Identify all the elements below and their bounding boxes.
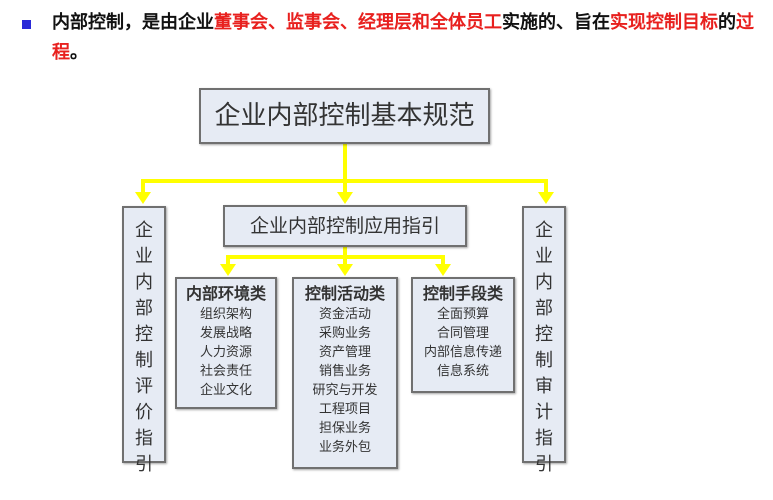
vertical-char: 评 bbox=[135, 376, 153, 397]
category-item: 工程项目 bbox=[318, 402, 371, 417]
vertical-char: 内 bbox=[535, 272, 553, 293]
vertical-char: 指 bbox=[135, 428, 153, 449]
evaluation-guide-box: 企 业 内 部 控 制 评 价 指 引 bbox=[122, 206, 166, 475]
category-item: 组织架构 bbox=[199, 307, 252, 322]
vertical-char: 业 bbox=[135, 246, 153, 267]
bullet-square-icon bbox=[22, 20, 31, 29]
intro-segment-emphasis: 董事会、监事会、经理层和全体员工 bbox=[214, 12, 502, 33]
vertical-char: 审 bbox=[535, 376, 553, 397]
category-item: 企业文化 bbox=[199, 383, 252, 398]
control-means-category: 控制手段类 全面预算 合同管理 内部信息传递 信息系统 bbox=[411, 277, 515, 393]
application-guide-box: 企业内部控制应用指引 bbox=[223, 205, 467, 247]
intro-segment: 的 bbox=[718, 12, 736, 33]
vertical-char: 部 bbox=[535, 298, 553, 319]
vertical-char: 内 bbox=[135, 272, 153, 293]
vertical-char: 业 bbox=[535, 246, 553, 267]
vertical-char: 制 bbox=[535, 350, 553, 371]
vertical-char: 控 bbox=[535, 324, 553, 345]
category-item: 销售业务 bbox=[318, 364, 371, 379]
vertical-char: 控 bbox=[135, 324, 153, 345]
intro-paragraph: 内部控制，是由企业董事会、监事会、经理层和全体员工实施的、旨在实现控制目标的过程… bbox=[22, 8, 762, 68]
intro-segment-emphasis: 实现控制目标 bbox=[610, 12, 718, 33]
basic-standard-box: 企业内部控制基本规范 bbox=[199, 88, 490, 144]
intro-text: 内部控制，是由企业董事会、监事会、经理层和全体员工实施的、旨在实现控制目标的过程… bbox=[52, 8, 762, 68]
category-item: 信息系统 bbox=[436, 364, 489, 379]
vertical-char: 部 bbox=[135, 298, 153, 319]
intro-segment: 。 bbox=[70, 42, 88, 63]
category-item: 社会责任 bbox=[199, 364, 252, 379]
intro-segment: 实施的、旨在 bbox=[502, 12, 610, 33]
category-title: 控制活动类 bbox=[304, 284, 385, 303]
vertical-char: 计 bbox=[535, 402, 553, 423]
vertical-char: 引 bbox=[135, 454, 153, 475]
category-item: 担保业务 bbox=[318, 421, 371, 436]
vertical-char: 制 bbox=[135, 350, 153, 371]
category-item: 全面预算 bbox=[436, 307, 489, 322]
category-item: 人力资源 bbox=[199, 345, 252, 360]
internal-environment-category: 内部环境类 组织架构 发展战略 人力资源 社会责任 企业文化 bbox=[175, 277, 277, 409]
vertical-char: 企 bbox=[535, 220, 553, 241]
category-item: 发展战略 bbox=[199, 326, 252, 341]
vertical-char: 指 bbox=[535, 428, 553, 449]
category-item: 内部信息传递 bbox=[423, 345, 502, 360]
intro-segment: 内部控制，是由企业 bbox=[52, 12, 214, 33]
category-item: 合同管理 bbox=[436, 326, 489, 341]
category-item: 资产管理 bbox=[318, 345, 371, 360]
category-title: 内部环境类 bbox=[185, 284, 266, 303]
vertical-char: 企 bbox=[135, 220, 153, 241]
category-item: 资金活动 bbox=[318, 307, 371, 322]
category-item: 业务外包 bbox=[318, 440, 371, 455]
vertical-char: 价 bbox=[135, 402, 153, 423]
category-title: 控制手段类 bbox=[422, 284, 503, 303]
audit-guide-box: 企 业 内 部 控 制 审 计 指 引 bbox=[522, 206, 566, 475]
vertical-char: 引 bbox=[535, 454, 553, 475]
category-item: 研究与开发 bbox=[312, 383, 378, 398]
intro-segment-emphasis: 过程 bbox=[52, 12, 754, 63]
control-activities-category: 控制活动类 资金活动 采购业务 资产管理 销售业务 研究与开发 工程项目 担保业… bbox=[292, 277, 398, 469]
category-item: 采购业务 bbox=[318, 326, 371, 341]
